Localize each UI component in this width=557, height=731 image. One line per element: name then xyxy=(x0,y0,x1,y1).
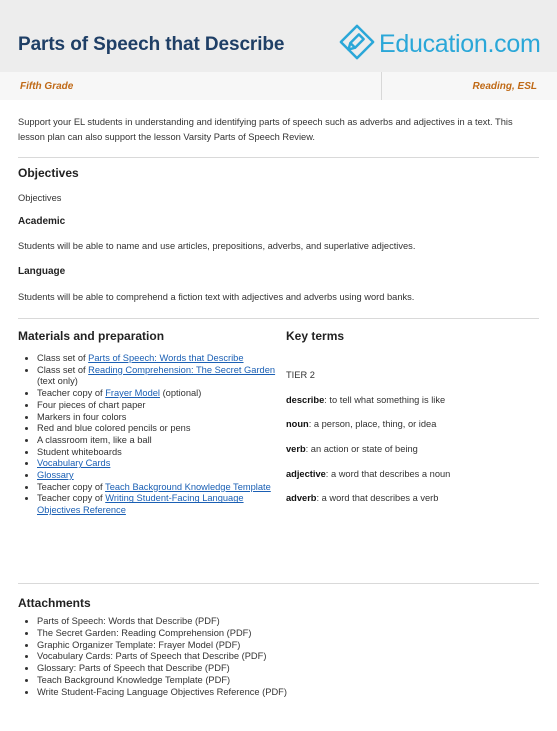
attachment-item[interactable]: Glossary: Parts of Speech that Describe … xyxy=(37,663,417,675)
subject-label: Reading, ESL xyxy=(472,81,537,92)
attachment-item[interactable]: Teach Background Knowledge Template (PDF… xyxy=(37,675,417,687)
key-term-item: verb: an action or state of being xyxy=(286,444,418,454)
key-term-item: describe: to tell what something is like xyxy=(286,395,446,405)
attachment-item[interactable]: The Secret Garden: Reading Comprehension… xyxy=(37,628,417,640)
list-item: Teacher copy of Writing Student-Facing L… xyxy=(37,493,287,516)
key-terms-heading: Key terms xyxy=(286,329,345,343)
list-item: Four pieces of chart paper xyxy=(37,400,287,412)
brand-logo-text: Education.com xyxy=(379,29,541,58)
attachment-item[interactable]: Write Student-Facing Language Objectives… xyxy=(37,687,417,699)
attachments-heading: Attachments xyxy=(18,596,91,610)
list-item: Student whiteboards xyxy=(37,447,287,459)
page-title: Parts of Speech that Describe xyxy=(18,34,285,55)
key-term-item: adverb: a word that describes a verb xyxy=(286,493,439,503)
materials-heading: Materials and preparation xyxy=(18,329,165,343)
material-link[interactable]: Glossary xyxy=(37,470,74,481)
material-link[interactable]: Teach Background Knowledge Template xyxy=(105,481,271,492)
material-link[interactable]: Vocabulary Cards xyxy=(37,458,111,469)
material-link[interactable]: Frayer Model xyxy=(105,388,160,399)
material-link[interactable]: Reading Comprehension: The Secret Garden xyxy=(88,364,276,375)
attachment-item[interactable]: Parts of Speech: Words that Describe (PD… xyxy=(37,616,417,628)
language-text: Students will be able to comprehend a fi… xyxy=(18,292,415,302)
list-item: Class set of Reading Comprehension: The … xyxy=(37,365,287,388)
list-item: Teacher copy of Teach Background Knowled… xyxy=(37,482,287,494)
diamond-pencil-icon xyxy=(338,23,376,66)
materials-list: Class set of Parts of Speech: Words that… xyxy=(24,353,287,517)
key-term-item: adjective: a word that describes a noun xyxy=(286,469,451,479)
list-item: Class set of Parts of Speech: Words that… xyxy=(37,353,287,365)
attachments-list: Parts of Speech: Words that Describe (PD… xyxy=(24,616,417,699)
grade-label: Fifth Grade xyxy=(20,81,74,92)
language-heading: Language xyxy=(18,266,66,277)
list-item: A classroom item, like a ball xyxy=(37,435,287,447)
list-item: Markers in four colors xyxy=(37,412,287,424)
attachment-item[interactable]: Graphic Organizer Template: Frayer Model… xyxy=(37,640,417,652)
section-divider xyxy=(18,583,539,584)
subject-bar: Fifth Grade Reading, ESL xyxy=(0,72,557,100)
list-item: Teacher copy of Frayer Model (optional) xyxy=(37,388,287,400)
page-header: Parts of Speech that Describe Education.… xyxy=(0,0,557,72)
material-link[interactable]: Writing Student-Facing Language Objectiv… xyxy=(37,493,244,516)
objectives-text: Objectives xyxy=(18,193,62,203)
list-item: Vocabulary Cards xyxy=(37,458,287,470)
section-divider xyxy=(18,157,539,158)
material-link[interactable]: Parts of Speech: Words that Describe xyxy=(88,353,244,363)
academic-text: Students will be able to name and use ar… xyxy=(18,241,416,251)
academic-heading: Academic xyxy=(18,216,66,227)
subject-bar-divider xyxy=(381,72,382,100)
objectives-heading: Objectives xyxy=(18,166,79,180)
list-item: Red and blue colored pencils or pens xyxy=(37,423,287,435)
key-term-item: noun: a person, place, thing, or idea xyxy=(286,419,437,429)
tier-label: TIER 2 xyxy=(286,370,315,380)
brand-logo[interactable]: Education.com xyxy=(338,23,541,66)
section-divider xyxy=(18,318,539,319)
attachment-item[interactable]: Vocabulary Cards: Parts of Speech that D… xyxy=(37,651,417,663)
intro-paragraph: Support your EL students in understandin… xyxy=(18,117,513,142)
list-item: Glossary xyxy=(37,470,287,482)
